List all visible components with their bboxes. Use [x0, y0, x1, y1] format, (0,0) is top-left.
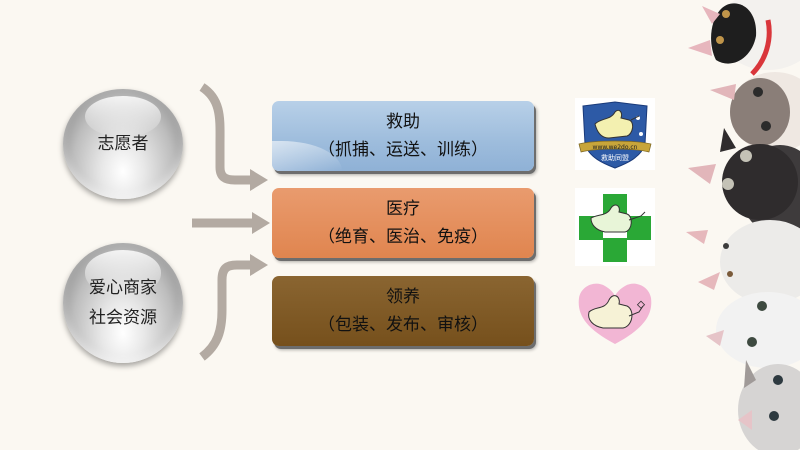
service-title: 领养 — [386, 287, 420, 307]
pink-heart-thumbs-up-icon — [578, 283, 652, 344]
arrow-icon — [199, 83, 252, 185]
service-detail: （抓捕、运送、训练） — [318, 140, 488, 160]
service-detail: （包装、发布、审核） — [318, 315, 488, 335]
source-label: 社会资源 — [89, 308, 157, 328]
flow-arrows — [192, 83, 270, 361]
shield-thumbs-up-icon: www.we2do.cn 救助同盟 — [575, 98, 655, 170]
logo-label: 救助同盟 — [601, 153, 629, 162]
source-volunteers: 志愿者 — [63, 89, 183, 199]
arrow-icon — [199, 260, 252, 361]
source-label: 志愿者 — [97, 134, 149, 154]
green-cross-thumbs-up-icon — [575, 188, 655, 266]
service-title: 医疗 — [386, 199, 420, 219]
stacked-cats-illustration — [686, 0, 800, 450]
service-rescue: 救助 （抓捕、运送、训练） — [272, 101, 534, 171]
source-label: 爱心商家 — [89, 278, 157, 298]
service-medical: 医疗 （绝育、医治、免疫） — [272, 188, 534, 258]
logo-url-text: www.we2do.cn — [593, 144, 638, 151]
service-detail: （绝育、医治、免疫） — [318, 227, 488, 247]
service-adoption: 领养 （包装、发布、审核） — [272, 276, 534, 346]
service-title: 救助 — [386, 112, 420, 132]
source-merchants-resources: 爱心商家 社会资源 — [63, 243, 183, 363]
